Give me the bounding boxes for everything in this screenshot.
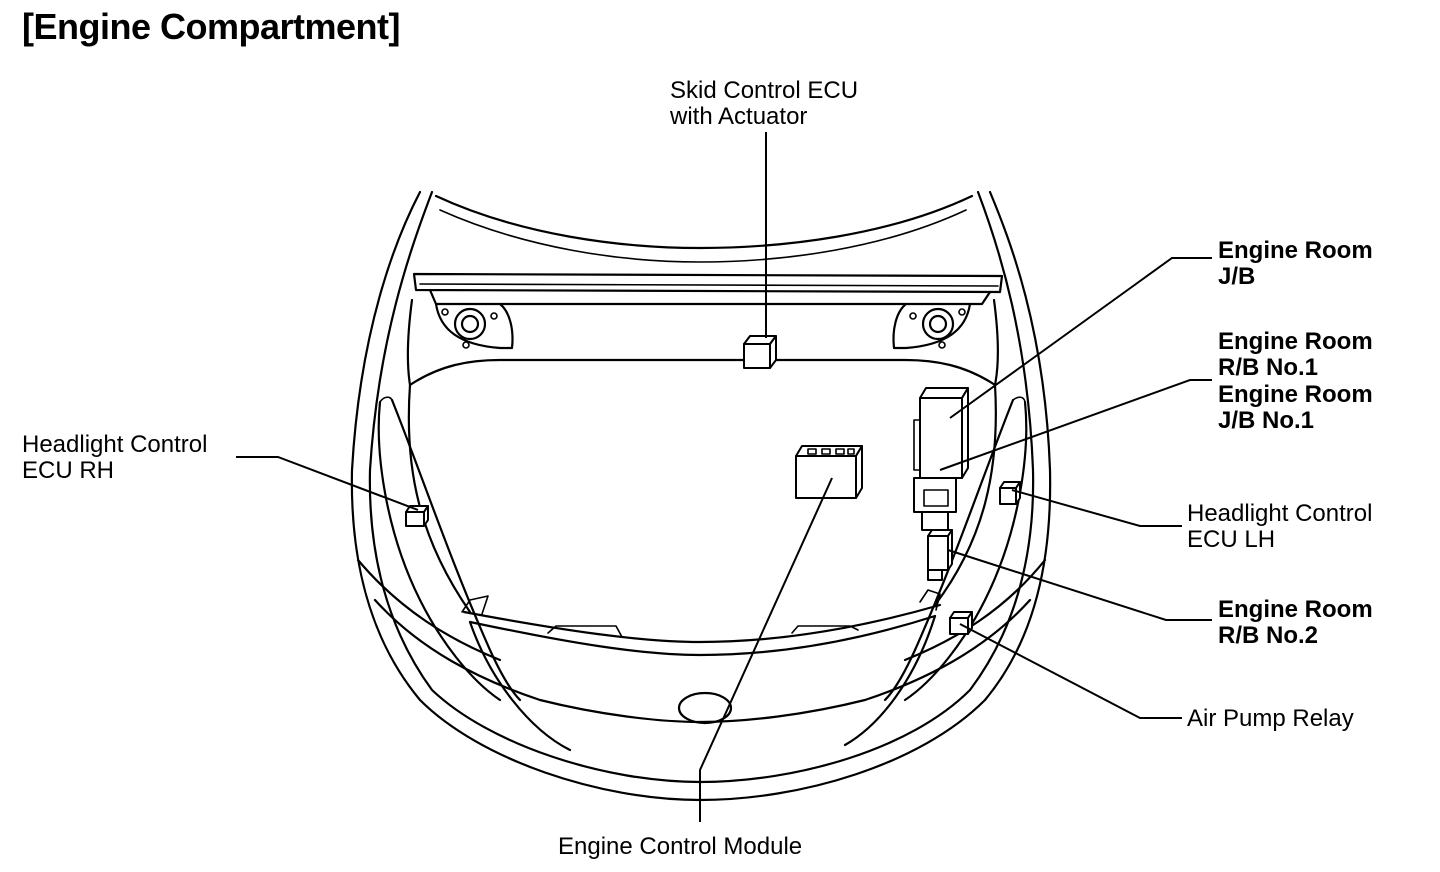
label-engine-control-module: Engine Control Module (558, 833, 803, 860)
label-headlight-control-ecu-lh: Headlight Control ECU LH (1187, 501, 1372, 553)
label-line: R/B No.1 (1218, 354, 1319, 381)
label-headlight-control-ecu-rh: Headlight Control ECU RH (22, 432, 207, 484)
label-line: Engine Room (1218, 237, 1373, 264)
label-engine-room-jb: Engine Room J/B (1218, 238, 1373, 290)
label-line: R/B No.2 (1218, 622, 1319, 649)
engine-room-rb2-component (927, 529, 953, 581)
label-line: ECU RH (22, 457, 115, 484)
leader-headlight-lh (1011, 489, 1182, 527)
air-pump-relay-component (949, 611, 973, 635)
leader-air-pump-relay (959, 623, 1182, 719)
leader-lines (236, 132, 1212, 822)
label-line: J/B (1218, 263, 1256, 290)
label-air-pump-relay: Air Pump Relay (1187, 705, 1354, 732)
label-line: J/B No.1 (1218, 407, 1315, 434)
leader-headlight-rh (236, 456, 419, 511)
label-engine-room-jb-no1: Engine Room J/B No.1 (1218, 382, 1373, 434)
label-engine-room-rb-no2: Engine Room R/B No.2 (1218, 597, 1373, 649)
label-engine-room-rb-no1: Engine Room R/B No.1 (1218, 329, 1373, 381)
leader-engine-room-rb2 (947, 549, 1212, 621)
label-line: Engine Room (1218, 328, 1373, 355)
leader-engine-room-jb (949, 257, 1212, 419)
skid-control-ecu-component (743, 335, 777, 369)
page-title: [Engine Compartment] (22, 6, 401, 47)
label-line: ECU LH (1187, 526, 1276, 553)
label-line: Headlight Control (22, 431, 208, 458)
headlight-control-ecu-lh-component (999, 481, 1021, 505)
strut-tower-left (434, 302, 514, 350)
leader-engine-room-rb1 (939, 379, 1212, 471)
leader-engine-control-module (699, 477, 833, 822)
engine-control-module-component (795, 445, 863, 499)
label-line: Engine Room (1218, 381, 1373, 408)
engine-room-jb-component (913, 387, 969, 531)
label-skid-control-ecu: Skid Control ECU with Actuator (670, 78, 858, 130)
label-line: Headlight Control (1187, 500, 1373, 527)
label-line: Skid Control ECU (670, 77, 859, 104)
label-line: Engine Room (1218, 596, 1373, 623)
label-line: with Actuator (670, 103, 808, 130)
strut-tower-right (892, 302, 972, 350)
